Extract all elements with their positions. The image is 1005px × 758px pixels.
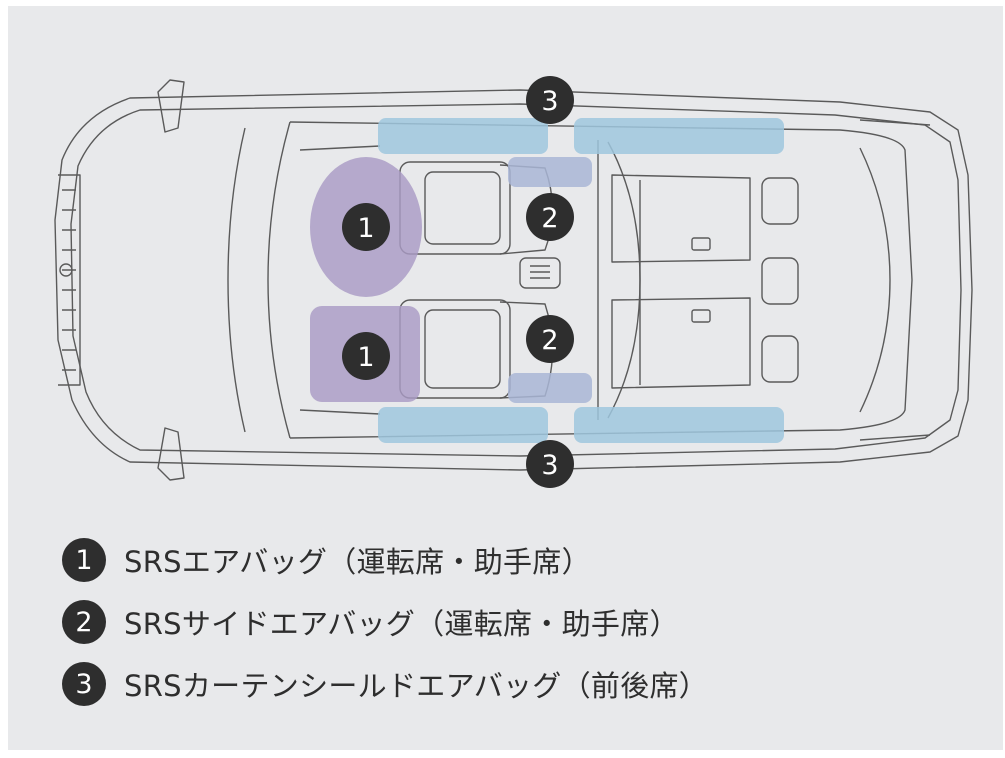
side-airbag-zone-lower — [508, 373, 592, 403]
marker-2-lower — [526, 315, 574, 363]
legend-item-curtain: 3 SRSカーテンシールドエアバッグ（前後席） — [62, 660, 708, 708]
curtain-airbag-zone-upper-rear — [574, 118, 784, 154]
marker-2-upper-label: 2 — [541, 203, 558, 234]
legend-badge-3: 3 — [62, 662, 106, 706]
marker-3-upper — [526, 76, 574, 124]
marker-2-lower-label: 2 — [541, 325, 558, 356]
diagram-markers: 1 1 2 2 3 3 — [342, 76, 574, 488]
marker-1-driver — [342, 203, 390, 251]
side-airbag-zone-upper — [508, 157, 592, 187]
legend-badge-2: 2 — [62, 600, 106, 644]
legend-label-2: SRSサイドエアバッグ（運転席・助手席） — [124, 607, 679, 641]
marker-3-upper-label: 3 — [541, 86, 558, 117]
car-outline — [54, 79, 973, 481]
marker-1-passenger — [342, 332, 390, 380]
legend-badge-1: 1 — [62, 538, 106, 582]
airbag-zones — [310, 118, 784, 443]
marker-3-lower-label: 3 — [541, 450, 558, 481]
marker-2-upper — [526, 193, 574, 241]
curtain-airbag-zone-lower-front — [378, 407, 548, 443]
marker-3-lower — [526, 440, 574, 488]
legend-item-side: 2 SRSサイドエアバッグ（運転席・助手席） — [62, 598, 679, 646]
marker-1-passenger-label: 1 — [357, 342, 374, 373]
legend-label-1: SRSエアバッグ（運転席・助手席） — [124, 545, 591, 579]
curtain-airbag-zone-lower-rear — [574, 407, 784, 443]
legend-item-driver-passenger: 1 SRSエアバッグ（運転席・助手席） — [62, 536, 591, 584]
vehicle-airbag-diagram: 1 1 2 2 3 3 — [54, 76, 973, 488]
marker-1-driver-label: 1 — [357, 213, 374, 244]
legend-label-3: SRSカーテンシールドエアバッグ（前後席） — [124, 669, 709, 703]
curtain-airbag-zone-upper-front — [378, 118, 548, 154]
